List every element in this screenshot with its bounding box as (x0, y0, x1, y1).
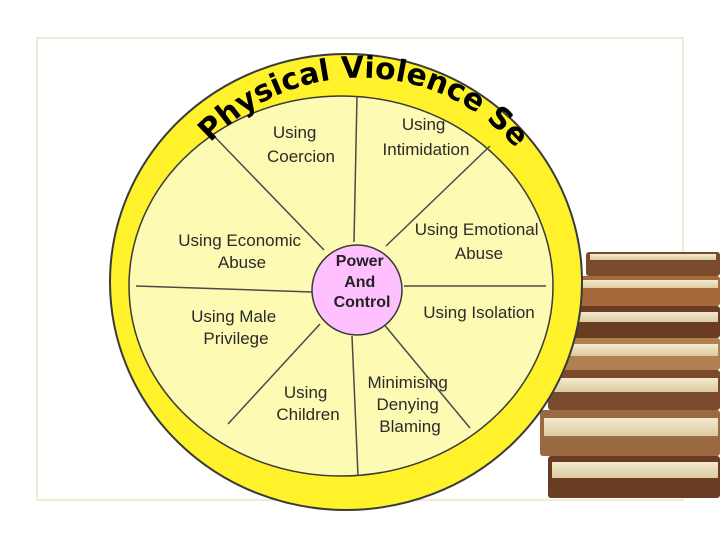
segment-intimidation: Using Intimidation (383, 115, 470, 159)
segment-economic-abuse: Using Economic Abuse (178, 231, 306, 272)
center-hub (311, 244, 403, 336)
segment-minimising: Minimising Denying Blaming (367, 373, 452, 436)
segment-isolation: Using Isolation (423, 303, 535, 322)
wheel-spokes (135, 95, 546, 477)
segment-male-privilege: Using Male Privilege (191, 307, 281, 348)
segment-coercion: Using Coercion (267, 123, 335, 166)
center-label: Power And Control (334, 253, 391, 311)
stack-of-books-icon (540, 252, 720, 498)
segment-emotional-abuse: Using Emotional Abuse (415, 220, 544, 263)
segment-children: Using Children (276, 383, 339, 424)
